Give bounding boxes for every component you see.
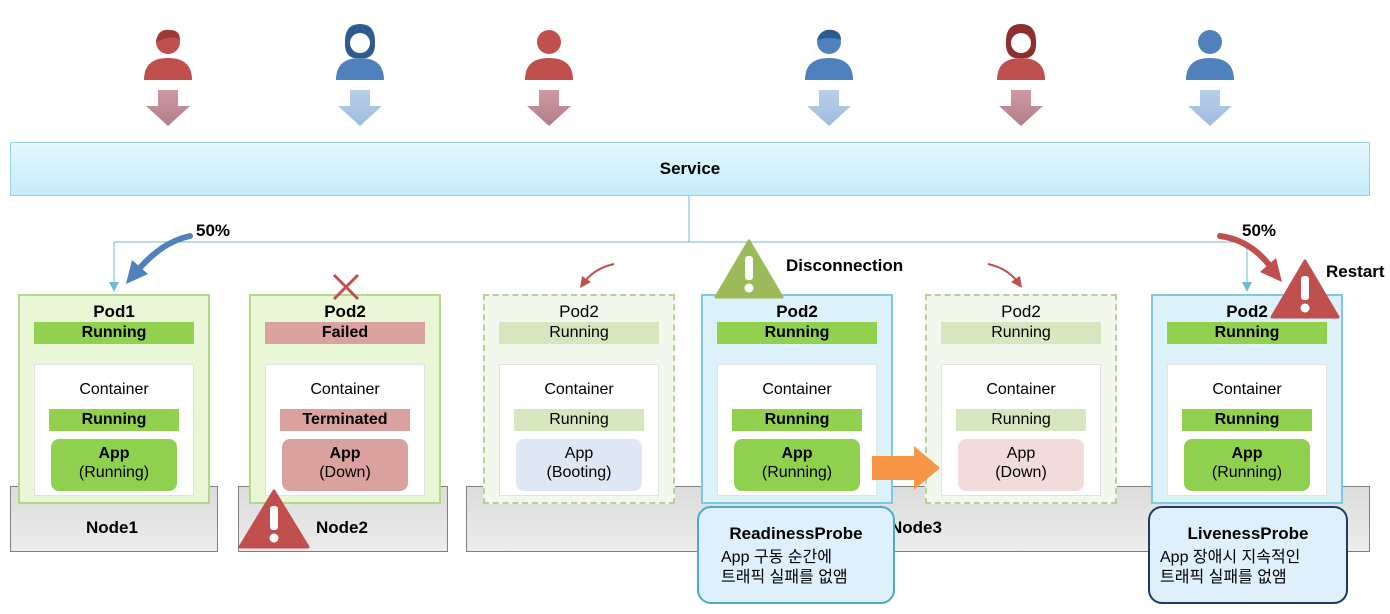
app-label: App xyxy=(781,445,813,462)
pod-status: Running xyxy=(499,322,659,344)
probe-description-line: App 장애시 지속적인 xyxy=(1160,549,1301,566)
curved-arrow-icon xyxy=(126,233,193,284)
app-state: (Running) xyxy=(1211,464,1283,481)
pod2-down[interactable]: Pod2 Running Container Running App (Down… xyxy=(925,294,1117,504)
probe-title: LivenessProbe xyxy=(1187,524,1309,543)
person-icon xyxy=(525,30,573,80)
pod-name: Pod2 xyxy=(1001,302,1041,321)
container: Container Running App (Running) xyxy=(1167,364,1327,496)
person-female-icon xyxy=(336,24,384,80)
service-bar[interactable]: Service xyxy=(10,142,1370,196)
person-icon xyxy=(144,29,192,80)
probe-title: ReadinessProbe xyxy=(729,524,863,543)
pod-name: Pod1 xyxy=(93,302,135,321)
pod-status: Running xyxy=(34,322,194,344)
container-label: Container xyxy=(986,381,1056,398)
node1-label: Node1 xyxy=(86,518,138,537)
pod-status: Failed xyxy=(265,322,425,344)
container: Container Running App (Booting) xyxy=(499,364,659,496)
probe-description: App 장애시 지속적인 트래픽 실패를 없앰 xyxy=(1160,548,1300,588)
container: Container Running App (Down) xyxy=(941,364,1101,496)
pod-name: Pod2 xyxy=(559,302,599,321)
pod2-restarted[interactable]: Pod2 Running Container Running App (Runn… xyxy=(1151,294,1343,504)
app-state: (Down) xyxy=(319,464,371,481)
curved-arrow-icon xyxy=(1217,233,1282,282)
restart-label: Restart xyxy=(1326,262,1385,281)
down-arrow-icon xyxy=(527,90,571,126)
container-status: Running xyxy=(49,409,179,431)
container-label: Container xyxy=(762,381,832,398)
down-arrow-icon xyxy=(999,90,1043,126)
pod2-booting[interactable]: Pod2 Running Container Running App (Boot… xyxy=(483,294,675,504)
disconnection-label: Disconnection xyxy=(786,256,904,275)
container-status: Running xyxy=(732,409,862,431)
close-icon xyxy=(332,273,360,301)
node2-label: Node2 xyxy=(316,518,368,537)
users-row xyxy=(144,24,1234,126)
down-arrow-icon xyxy=(807,90,851,126)
readiness-probe-callout: ReadinessProbe App 구동 순간에 트래픽 실패를 없앰 xyxy=(697,506,895,604)
pod-status: Running xyxy=(717,322,877,344)
traffic-left-percent: 50% xyxy=(196,221,231,240)
pod-status: Running xyxy=(941,322,1101,344)
container-status: Running xyxy=(1182,409,1312,431)
down-arrow-icon xyxy=(1188,90,1232,126)
probe-description-line: 트래픽 실패를 없앰 xyxy=(721,569,848,586)
app-box: App (Running) xyxy=(1184,439,1310,491)
pod1[interactable]: Pod1 Running Container Running App (Runn… xyxy=(18,294,210,504)
service-label: Service xyxy=(659,159,721,178)
app-box: App (Running) xyxy=(734,439,860,491)
container-label: Container xyxy=(544,381,614,398)
right-arrow-icon xyxy=(872,446,940,490)
app-state: (Running) xyxy=(761,464,833,481)
curved-arrow-icon xyxy=(987,263,1022,288)
container-status: Terminated xyxy=(280,409,410,431)
probe-description-line: 트래픽 실패를 없앰 xyxy=(1160,569,1287,586)
probe-description: App 구동 순간에 트래픽 실패를 없앰 xyxy=(721,548,848,588)
container-label: Container xyxy=(79,381,149,398)
app-label: App xyxy=(564,445,594,462)
app-state: (Booting) xyxy=(546,464,612,481)
node3-label: Node3 xyxy=(890,518,942,537)
app-box: App (Down) xyxy=(958,439,1084,491)
app-label: App xyxy=(1231,445,1263,462)
app-state: (Running) xyxy=(78,464,150,481)
container: Container Running App (Running) xyxy=(34,364,194,496)
probe-description-line: App 구동 순간에 xyxy=(721,549,832,566)
warning-icon xyxy=(1270,259,1340,319)
liveness-probe-callout: LivenessProbe App 장애시 지속적인 트래픽 실패를 없앰 xyxy=(1148,506,1348,604)
warning-icon xyxy=(238,489,310,549)
traffic-right-percent: 50% xyxy=(1242,221,1277,240)
app-state: (Down) xyxy=(995,464,1047,481)
pod-name: Pod2 xyxy=(324,302,366,321)
pod-name: Pod2 xyxy=(1226,302,1268,321)
pod2-failed[interactable]: Pod2 Failed Container Terminated App (Do… xyxy=(249,294,441,504)
app-label: App xyxy=(329,445,361,462)
down-arrow-icon xyxy=(146,90,190,126)
container-label: Container xyxy=(1212,381,1282,398)
app-label: App xyxy=(1006,445,1036,462)
container-status: Running xyxy=(514,409,644,431)
app-box: App (Down) xyxy=(282,439,408,491)
container-status: Running xyxy=(956,409,1086,431)
person-icon xyxy=(1186,30,1234,80)
curved-arrow-icon xyxy=(580,263,615,288)
pod2-running[interactable]: Pod2 Running Container Running App (Runn… xyxy=(701,294,893,504)
app-box: App (Booting) xyxy=(516,439,642,491)
app-label: App xyxy=(98,445,130,462)
container: Container Running App (Running) xyxy=(717,364,877,496)
app-box: App (Running) xyxy=(51,439,177,491)
person-icon xyxy=(805,29,853,80)
warning-icon xyxy=(714,239,784,299)
connector-lines xyxy=(109,196,1282,292)
pod-name: Pod2 xyxy=(776,302,818,321)
pod-status: Running xyxy=(1167,322,1327,344)
container: Container Terminated App (Down) xyxy=(265,364,425,496)
person-female-icon xyxy=(997,24,1045,80)
container-label: Container xyxy=(310,381,380,398)
down-arrow-icon xyxy=(338,90,382,126)
